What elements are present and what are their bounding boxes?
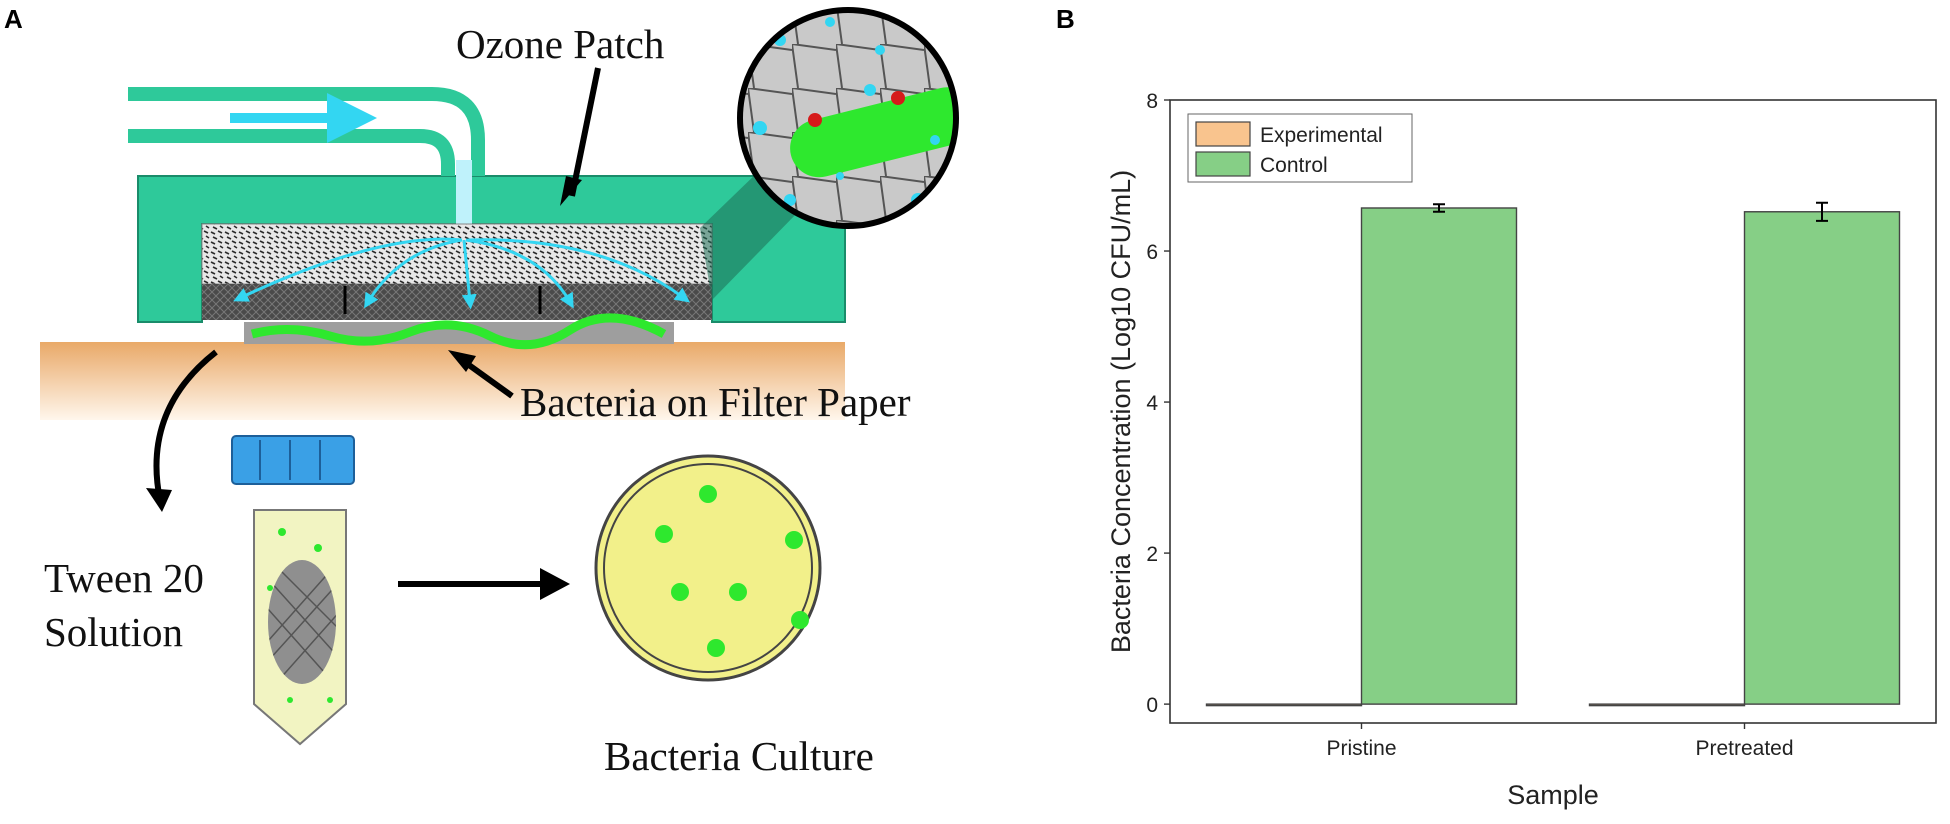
- tween-label-line1: Tween 20: [44, 555, 204, 601]
- y-tick-label: 2: [1146, 543, 1158, 566]
- skin-surface: [40, 342, 845, 420]
- plot-frame: [1169, 99, 1937, 724]
- bar-control-pretreated: [1743, 211, 1901, 705]
- y-tick-label: 6: [1146, 241, 1158, 264]
- mesh-layer: [202, 284, 712, 320]
- x-tick-label: Pristine: [1326, 737, 1396, 760]
- bar-control-pristine: [1360, 207, 1518, 705]
- x-tick-label: Pretreated: [1695, 737, 1793, 760]
- transfer-arrow: [153, 349, 218, 501]
- panel-b-letter: B: [1056, 4, 1075, 34]
- bar-experimental-pristine: [1205, 703, 1363, 707]
- error-bar-control-pristine: [1433, 203, 1445, 213]
- legend-label-experimental: Experimental: [1260, 124, 1383, 147]
- panel-a-letter: A: [4, 4, 23, 34]
- bacteria-on-filter-label: Bacteria on Filter Paper: [520, 379, 911, 425]
- foam-layer: [201, 223, 713, 285]
- zoom-detail-circle: [737, 7, 959, 229]
- x-axis-label: Sample: [1507, 780, 1599, 810]
- tween-tube: [231, 435, 355, 746]
- ozone-dispersal-arrows: [233, 237, 691, 310]
- ozone-tube-inner: [128, 129, 455, 176]
- y-tick-label: 4: [1146, 392, 1158, 415]
- ozone-inlet: [456, 160, 472, 234]
- bacteria-filter-pointer: [460, 357, 514, 399]
- zoom-callout-wedge: [700, 170, 800, 300]
- legend-swatch-experimental: [1195, 121, 1251, 147]
- bacteria-culture-plate: [594, 454, 822, 682]
- error-bar-control-pretreated: [1816, 201, 1828, 222]
- ozone-tube-outer: [128, 87, 485, 176]
- legend-label-control: Control: [1260, 154, 1328, 177]
- tween-label-line2: Solution: [44, 609, 183, 655]
- bacteria-layer: [250, 313, 667, 350]
- bacteria-culture-label: Bacteria Culture: [604, 733, 874, 779]
- panel-a-schematic: A: [4, 4, 959, 779]
- bar-experimental-pretreated: [1588, 703, 1746, 707]
- ozone-patch-pointer: [569, 67, 601, 197]
- y-tick-label: 0: [1146, 694, 1158, 717]
- legend-swatch-control: [1195, 151, 1251, 177]
- y-tick-label: 8: [1146, 90, 1158, 113]
- y-axis-label: Bacteria Concentration (Log10 CFU/mL): [1106, 170, 1136, 653]
- ozone-patch-label: Ozone Patch: [456, 21, 664, 67]
